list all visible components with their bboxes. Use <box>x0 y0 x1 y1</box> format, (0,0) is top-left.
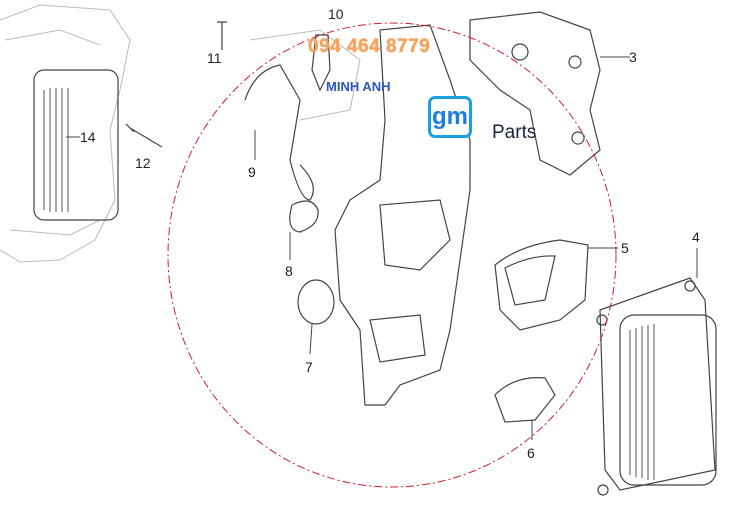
o-ring-7 <box>297 279 335 325</box>
callout-14: 14 <box>80 129 96 145</box>
callout-4: 4 <box>692 229 700 245</box>
pipe-9 <box>244 64 314 201</box>
bracket-3 <box>469 11 601 176</box>
callout-6: 6 <box>527 445 535 461</box>
callout-12: 12 <box>135 155 151 171</box>
watermark-parts-label: Parts <box>492 122 537 143</box>
oil-cooler-14 <box>33 69 119 221</box>
callout-7: 7 <box>305 359 313 375</box>
callout-3: 3 <box>629 49 637 65</box>
bolt-12 <box>125 123 163 148</box>
gm-logo: gm <box>428 96 472 138</box>
assembly-boundary <box>167 22 617 488</box>
watermark-phone: 094 464 8779 <box>308 36 431 57</box>
oil-cooler-4 <box>596 277 717 496</box>
watermark-shop-name: MINH ANH <box>326 79 391 94</box>
callout-10: 10 <box>328 6 344 22</box>
sensor-10 <box>311 34 331 92</box>
callout-8: 8 <box>285 263 293 279</box>
engine-block-background <box>0 4 131 263</box>
gasket-6 <box>494 377 556 423</box>
callout-9: 9 <box>248 164 256 180</box>
bolt-11 <box>217 21 227 50</box>
gasket-8 <box>289 200 319 233</box>
gasket-5 <box>494 239 589 331</box>
callout-11: 11 <box>207 50 222 66</box>
callout-5: 5 <box>621 240 629 256</box>
